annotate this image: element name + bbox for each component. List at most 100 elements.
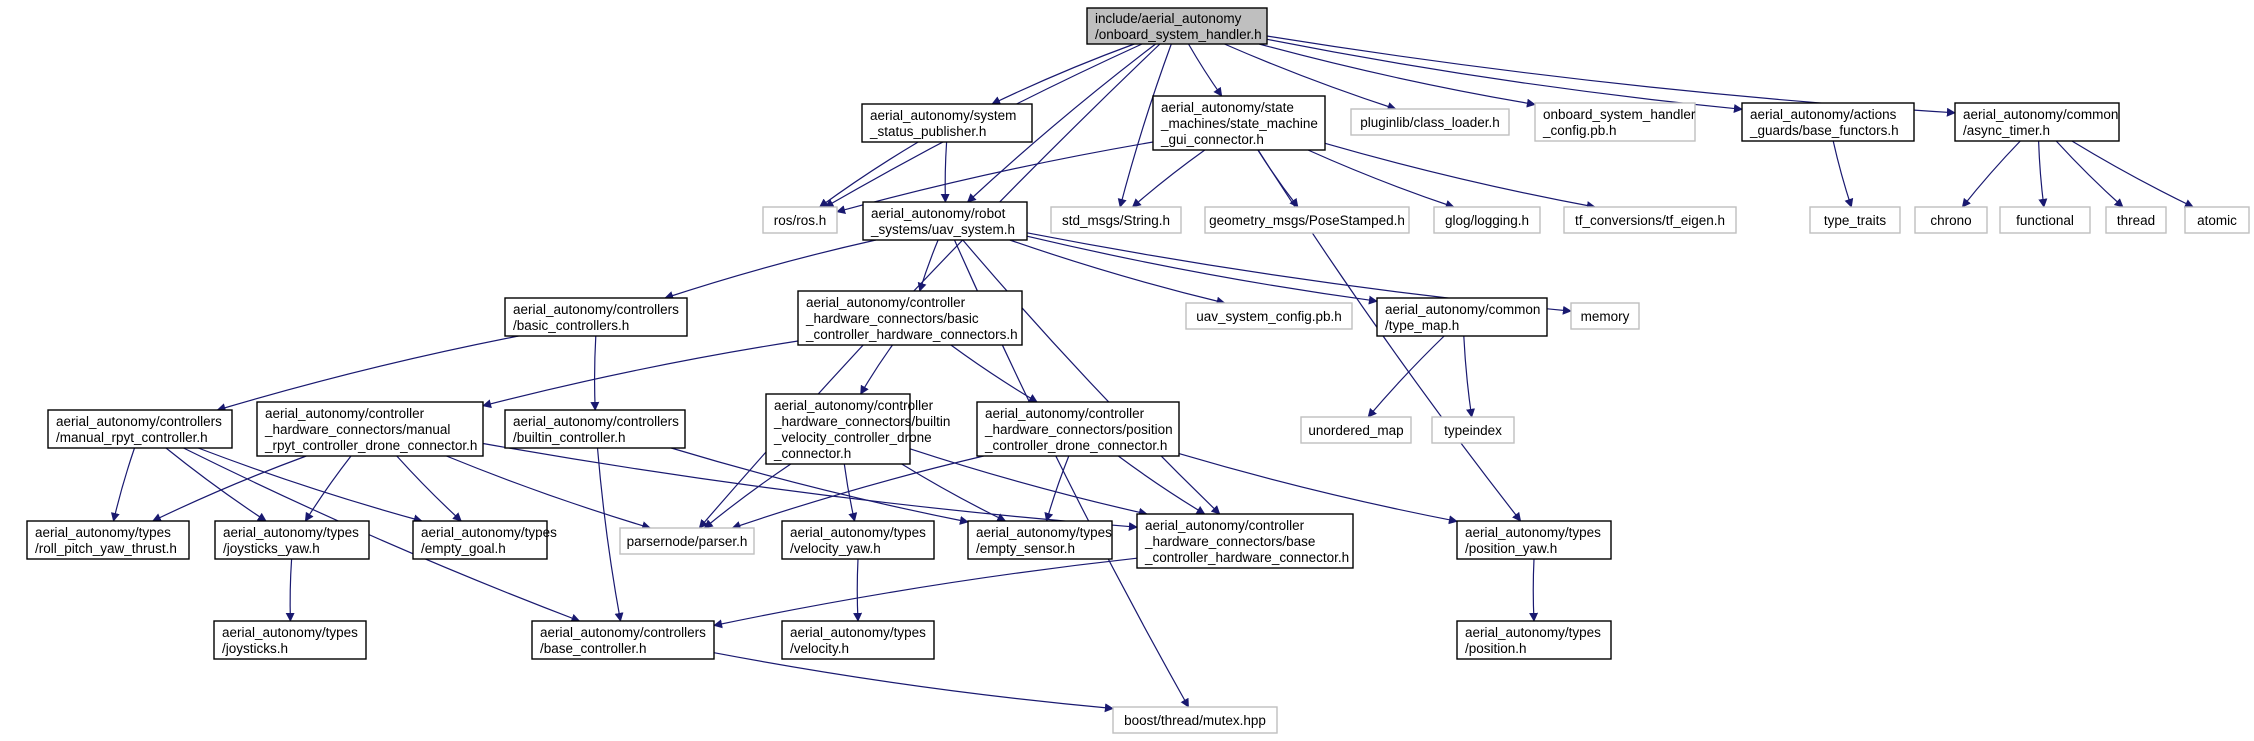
- node-label-line: _hardware_connectors/position: [984, 422, 1173, 437]
- node-status_pub[interactable]: aerial_autonomy/system_status_publisher.…: [861, 103, 1033, 143]
- node-box: [1112, 706, 1278, 734]
- node-box: [1376, 297, 1548, 337]
- node-box: [1433, 206, 1541, 234]
- node-label-line: _machines/state_machine: [1160, 116, 1318, 131]
- node-label-line: geometry_msgs/PoseStamped.h: [1209, 213, 1405, 228]
- node-label-line: /async_timer.h: [1963, 123, 2050, 138]
- node-box: [797, 290, 1023, 346]
- edge-base_functors-to-type_traits: [1832, 140, 1854, 208]
- edge-gui_conn-to-pos_yaw: [1257, 149, 1522, 522]
- node-joysticks[interactable]: aerial_autonomy/types/joysticks.h: [213, 620, 367, 660]
- node-glog: glog/logging.h: [1433, 206, 1541, 234]
- edge-pos_yaw-to-position: [1529, 558, 1539, 622]
- node-mutex: boost/thread/mutex.hpp: [1112, 706, 1278, 734]
- node-label-line: /empty_sensor.h: [976, 541, 1075, 556]
- node-uav_system[interactable]: aerial_autonomy/robot_systems/uav_system…: [862, 201, 1028, 241]
- edge-pos_drone-to-empty_sensor: [1044, 455, 1070, 522]
- node-memory: memory: [1570, 302, 1640, 330]
- node-label-line: /velocity_yaw.h: [790, 541, 881, 556]
- node-box: [504, 297, 688, 337]
- edge-pos_drone-to-pos_yaw: [1178, 453, 1458, 525]
- node-base_ctrl[interactable]: aerial_autonomy/controllers/base_control…: [531, 620, 715, 660]
- node-label-line: thread: [2117, 213, 2155, 228]
- node-label-line: _config.pb.h: [1542, 123, 1617, 138]
- node-parser: parsernode/parser.h: [619, 527, 755, 555]
- edge-status_pub-to-uav_system: [940, 141, 950, 203]
- node-root[interactable]: include/aerial_autonomy/onboard_system_h…: [1086, 7, 1268, 45]
- node-box: [256, 401, 484, 457]
- node-type_map[interactable]: aerial_autonomy/common/type_map.h: [1376, 297, 1548, 337]
- node-label-line: /base_controller.h: [540, 641, 647, 656]
- node-label-line: /basic_controllers.h: [513, 318, 629, 333]
- node-box: [531, 620, 715, 660]
- edge-async_timer-to-thread: [2055, 140, 2124, 208]
- node-label-line: _systems/uav_system.h: [870, 222, 1015, 237]
- edge-pos_drone-to-base_hw_conn: [1117, 455, 1206, 515]
- node-label-line: _velocity_controller_drone: [773, 430, 932, 445]
- edge-gui_conn-to-std_string: [1131, 149, 1206, 208]
- node-joy_yaw[interactable]: aerial_autonomy/types/joysticks_yaw.h: [214, 520, 370, 560]
- node-label-line: /type_map.h: [1385, 318, 1459, 333]
- node-tf_eigen: tf_conversions/tf_eigen.h: [1563, 206, 1737, 234]
- node-box: [1086, 7, 1268, 45]
- node-vel_yaw[interactable]: aerial_autonomy/types/velocity_yaw.h: [781, 520, 935, 560]
- node-label-line: memory: [1581, 309, 1630, 324]
- node-label-line: _hardware_connectors/base: [1144, 534, 1315, 549]
- edge-manual_rpyt-to-joy_yaw: [165, 447, 267, 522]
- edge-root-to-std_string: [1117, 43, 1172, 208]
- node-empty_goal[interactable]: aerial_autonomy/types/empty_goal.h: [412, 520, 557, 560]
- node-gui_conn[interactable]: aerial_autonomy/state_machines/state_mac…: [1152, 95, 1326, 151]
- node-empty_sensor[interactable]: aerial_autonomy/types/empty_sensor.h: [967, 520, 1113, 560]
- node-label-line: aerial_autonomy/types: [421, 525, 557, 540]
- edge-gui_conn-to-tf_eigen: [1324, 142, 1596, 210]
- node-pos_yaw[interactable]: aerial_autonomy/types/position_yaw.h: [1456, 520, 1612, 560]
- edge-builtin_vel_drone-to-base_hw_conn: [909, 448, 1148, 517]
- edge-builtin_vel_drone-to-parser: [703, 463, 792, 529]
- node-async_timer[interactable]: aerial_autonomy/common/async_timer.h: [1954, 102, 2120, 142]
- node-label-line: unordered_map: [1308, 423, 1403, 438]
- node-label-line: aerial_autonomy/types: [1465, 525, 1601, 540]
- node-pos_drone[interactable]: aerial_autonomy/controller_hardware_conn…: [976, 401, 1180, 457]
- node-manual_rpyt[interactable]: aerial_autonomy/controllers/manual_rpyt_…: [47, 409, 233, 449]
- edge-basic_hw_conns-to-manual_rpyt_drone: [482, 340, 799, 409]
- node-label-line: atomic: [2197, 213, 2237, 228]
- node-typeindex: typeindex: [1431, 416, 1515, 444]
- node-label-line: glog/logging.h: [1445, 213, 1529, 228]
- node-label-line: ros/ros.h: [774, 213, 827, 228]
- edge-basic_hw_conns-to-builtin_vel_drone: [860, 344, 893, 395]
- node-box: [1456, 620, 1612, 660]
- edge-type_map-to-typeindex: [1463, 335, 1475, 418]
- node-label-line: _connector.h: [773, 446, 851, 461]
- node-label-line: parsernode/parser.h: [627, 534, 748, 549]
- node-velocity[interactable]: aerial_autonomy/types/velocity.h: [781, 620, 935, 660]
- node-uav_config: uav_system_config.pb.h: [1185, 302, 1353, 330]
- node-std_string: std_msgs/String.h: [1050, 206, 1182, 234]
- node-base_functors[interactable]: aerial_autonomy/actions_guards/base_func…: [1741, 102, 1915, 142]
- node-chrono: chrono: [1914, 206, 1988, 234]
- edge-root-to-class_loader: [1224, 43, 1397, 111]
- node-box: [47, 409, 233, 449]
- node-box: [1954, 102, 2120, 142]
- node-label-line: _rpyt_controller_drone_connector.h: [264, 438, 477, 453]
- node-basic_controllers[interactable]: aerial_autonomy/controllers/basic_contro…: [504, 297, 688, 337]
- node-manual_rpyt_drone[interactable]: aerial_autonomy/controller_hardware_conn…: [256, 401, 484, 457]
- node-box: [1570, 302, 1640, 330]
- node-label-line: type_traits: [1824, 213, 1887, 228]
- edge-base_ctrl-to-mutex: [713, 652, 1114, 713]
- node-basic_hw_conns[interactable]: aerial_autonomy/controller_hardware_conn…: [797, 290, 1023, 346]
- node-label-line: aerial_autonomy/types: [1465, 625, 1601, 640]
- edge-status_pub-to-ros: [818, 141, 919, 208]
- node-label-line: aerial_autonomy/controller: [985, 406, 1145, 421]
- node-label-line: std_msgs/String.h: [1062, 213, 1170, 228]
- node-label-line: boost/thread/mutex.hpp: [1124, 713, 1266, 728]
- node-rpyt[interactable]: aerial_autonomy/types/roll_pitch_yaw_thr…: [26, 520, 190, 560]
- node-position[interactable]: aerial_autonomy/types/position.h: [1456, 620, 1612, 660]
- edge-async_timer-to-atomic: [2071, 140, 2194, 208]
- node-builtin_ctrl[interactable]: aerial_autonomy/controllers/builtin_cont…: [504, 409, 686, 449]
- node-base_hw_conn[interactable]: aerial_autonomy/controller_hardware_conn…: [1136, 513, 1354, 569]
- node-builtin_vel_drone[interactable]: aerial_autonomy/controller_hardware_conn…: [765, 393, 950, 465]
- edge-type_map-to-unordered_map: [1367, 335, 1445, 418]
- node-label-line: /joysticks_yaw.h: [223, 541, 320, 556]
- node-label-line: chrono: [1930, 213, 1971, 228]
- edge-manual_rpyt-to-rpyt: [110, 447, 136, 522]
